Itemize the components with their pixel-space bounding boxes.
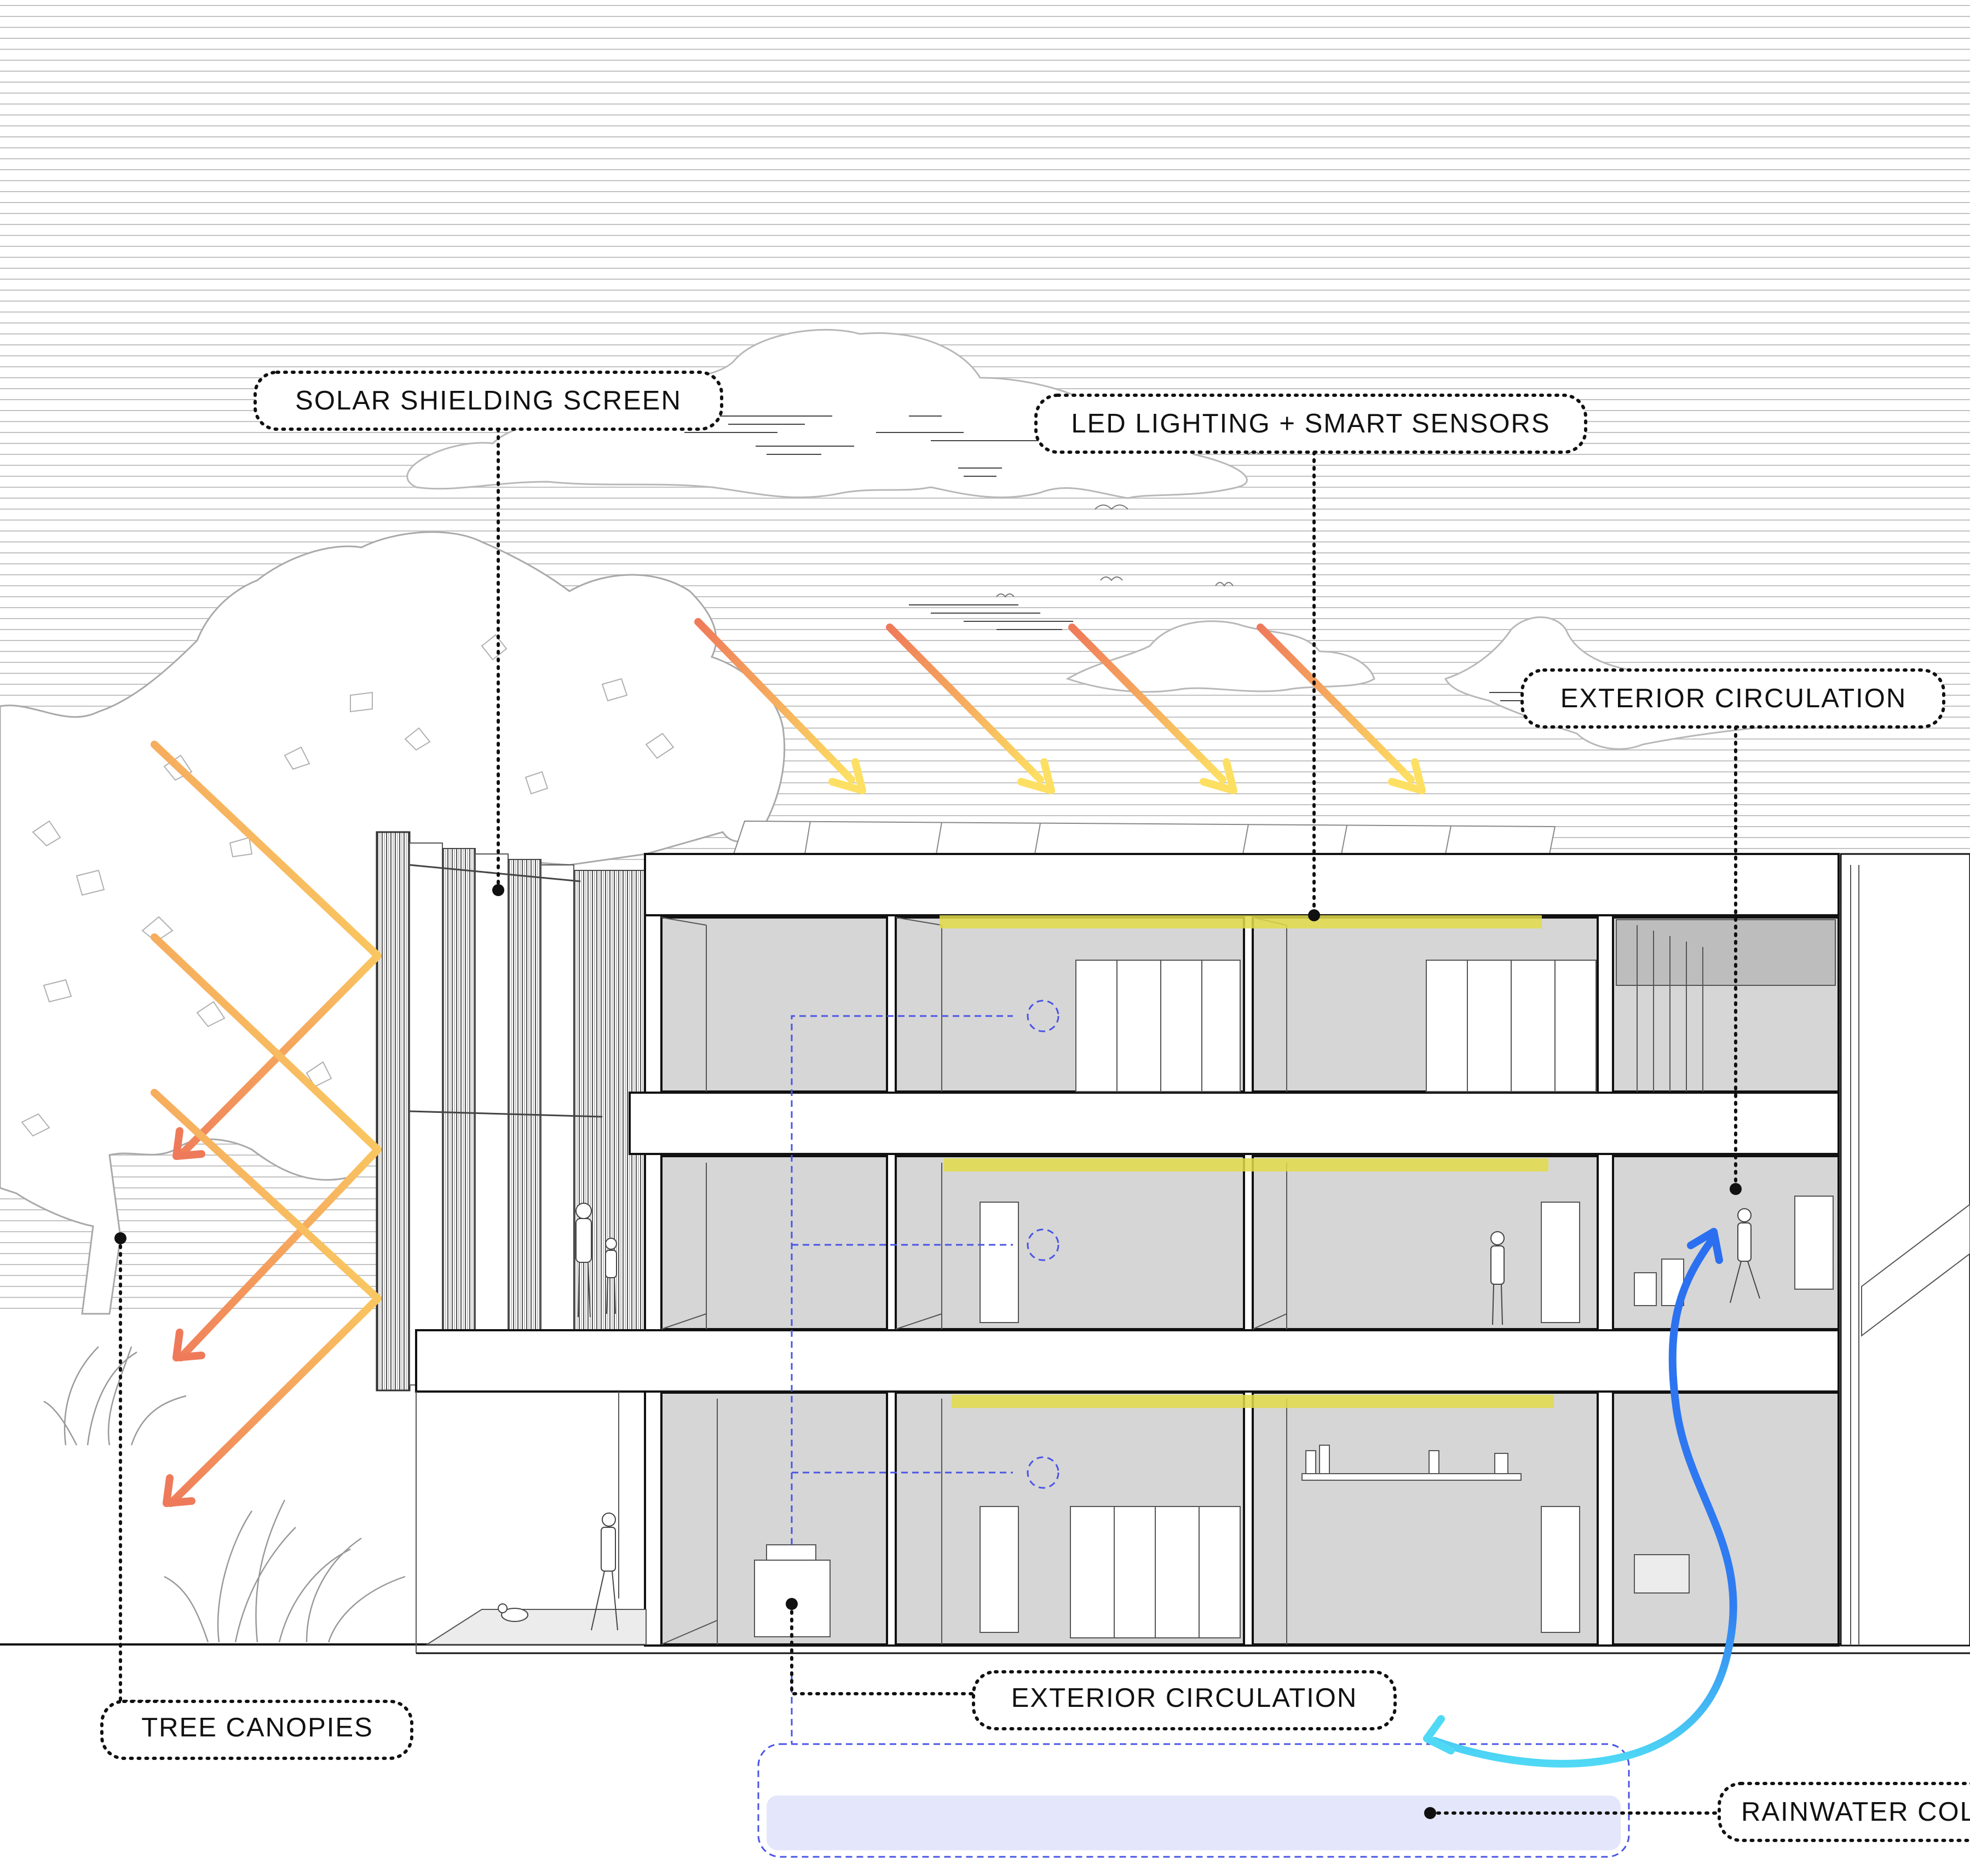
label-exterior-circulation-bottom: EXTERIOR CIRCULATION xyxy=(1011,1683,1358,1713)
label-solar-shielding-screen: SOLAR SHIELDING SCREEN xyxy=(295,386,682,415)
stair-tower xyxy=(1841,854,1970,1646)
roof-solar-panels xyxy=(734,821,1555,854)
solar-shielding-screen-fins xyxy=(377,832,646,1390)
label-tree-canopies: TREE CANOPIES xyxy=(141,1713,373,1742)
label-rainwater-collection: RAINWATER COLLECTION xyxy=(1741,1797,1970,1827)
label-exterior-circulation-top: EXTERIOR CIRCULATION xyxy=(1560,684,1907,713)
label-led-lighting-smart-sensors: LED LIGHTING + SMART SENSORS xyxy=(1071,409,1550,438)
ground-plants xyxy=(44,1347,405,1642)
